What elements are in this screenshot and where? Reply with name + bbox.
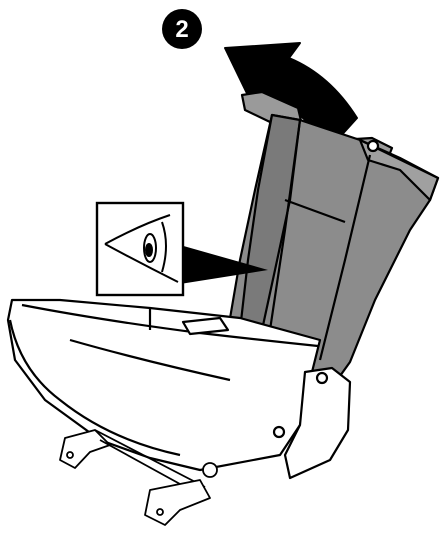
callout-box (97, 203, 183, 295)
step-number: 2 (175, 16, 188, 43)
step-badge: 2 (162, 9, 202, 49)
